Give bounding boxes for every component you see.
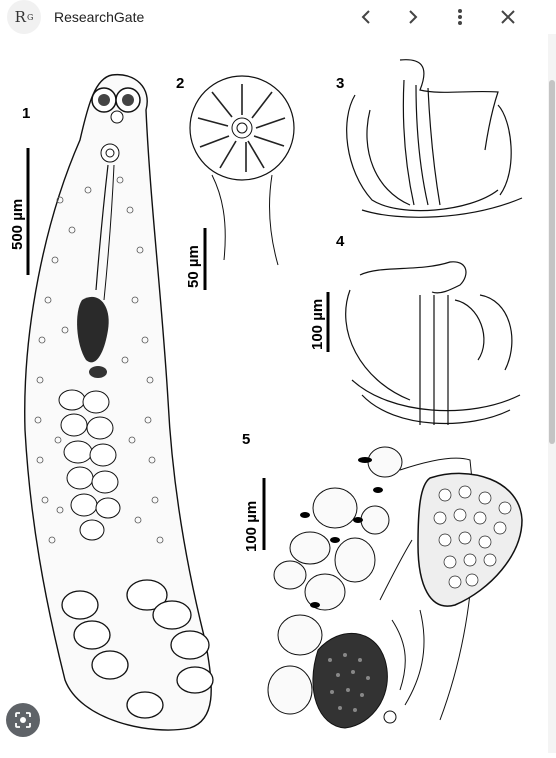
scrollbar[interactable] [548,34,556,753]
lens-search-button[interactable] [6,703,40,737]
panel-3-label: 3 [336,75,344,92]
chevron-right-icon[interactable] [402,6,424,28]
panel-4-scale-label: 100 µm [309,299,326,350]
figure-image: 1 500 µm 2 50 µm [0,34,548,753]
panel-3-drawing [346,59,523,218]
panel-5-label: 5 [242,431,250,448]
panel-1-drawing [24,73,214,731]
panel-2-scale-label: 50 µm [185,245,202,288]
lens-icon [15,712,31,728]
panel-5-drawing [267,446,523,729]
more-vert-icon[interactable] [449,6,471,28]
panel-5-scale-label: 100 µm [243,501,260,552]
panel-2-drawing [189,75,295,266]
panel-1-label: 1 [22,105,30,122]
panel-1-scale-label: 500 µm [9,199,26,250]
site-name: ResearchGate [54,9,145,25]
panel-2-label: 2 [176,75,184,92]
scroll-thumb[interactable] [549,80,555,444]
logo-letter: R [14,8,26,26]
chevron-left-icon[interactable] [355,6,377,28]
panel-4-drawing [345,261,521,425]
panel-4-label: 4 [336,233,345,250]
close-icon[interactable] [497,6,519,28]
logo-superscript: G [26,12,34,22]
